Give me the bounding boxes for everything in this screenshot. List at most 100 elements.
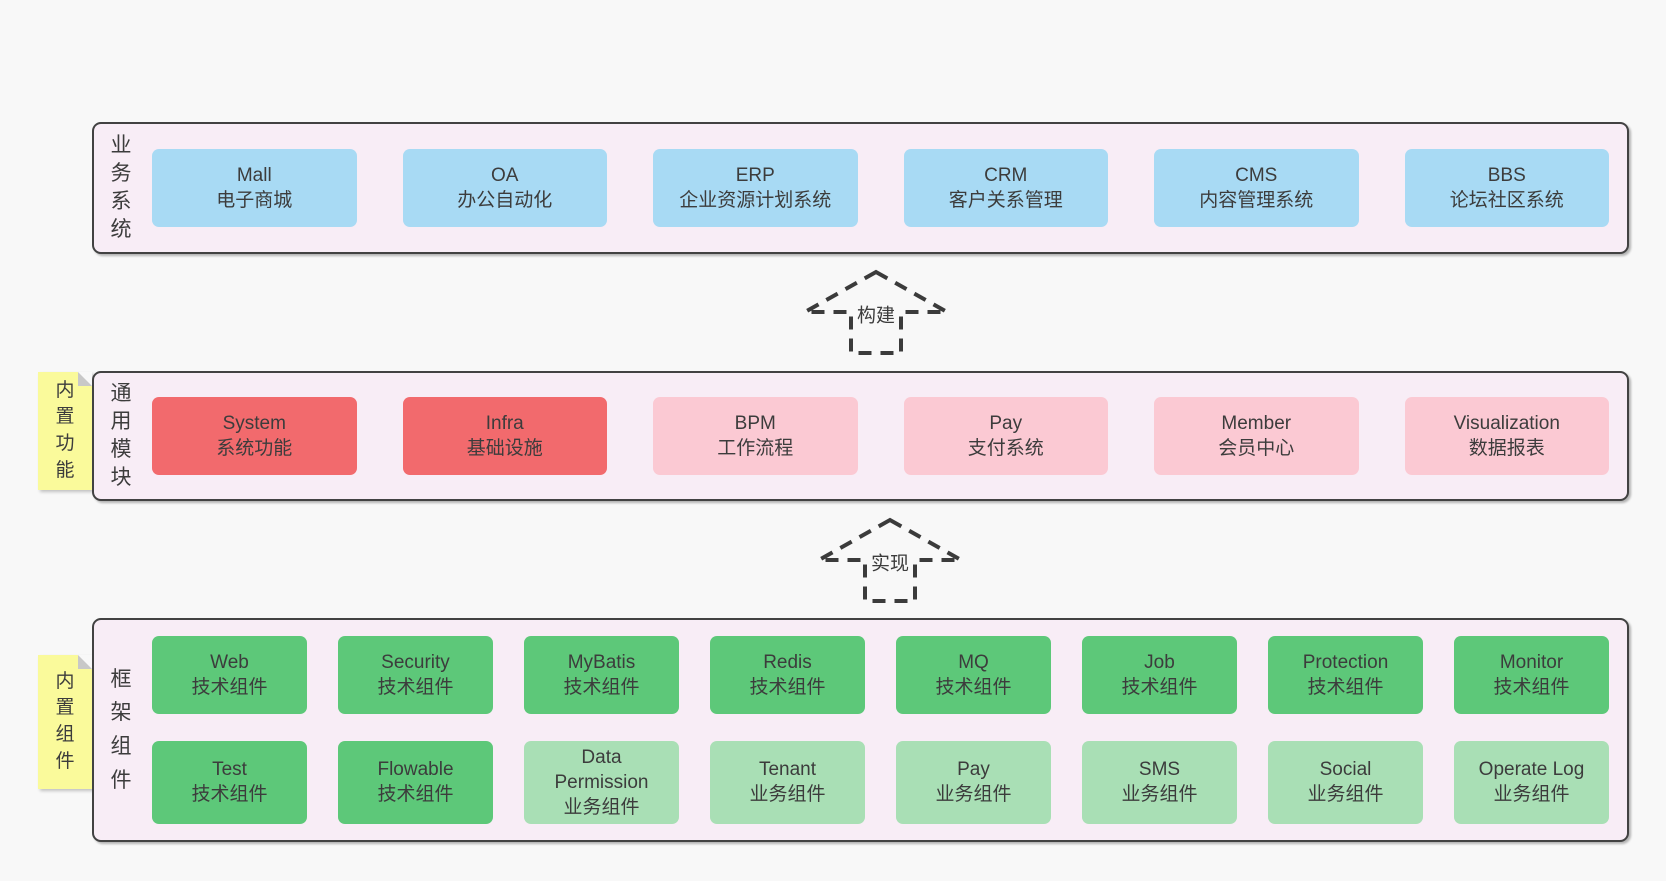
module-subtitle: 技术组件: [191, 676, 268, 698]
arrow-label: 构建: [852, 298, 900, 330]
module-subtitle: 技术组件: [935, 676, 1012, 698]
module-box-infra: Infra 基础设施: [402, 397, 607, 475]
module-title: Flowable: [377, 759, 454, 781]
module-subtitle: 技术组件: [1121, 676, 1198, 698]
module-subtitle: 业务组件: [749, 784, 826, 806]
module-title: BBS: [1487, 164, 1526, 186]
module-subtitle: 业务组件: [1307, 784, 1384, 806]
note-fold-icon: [78, 372, 92, 386]
module-title: Mall: [236, 164, 272, 186]
module-subtitle: 论坛社区系统: [1449, 190, 1564, 211]
module-title: Job: [1144, 651, 1175, 673]
module-box-job: Job 技术组件: [1082, 635, 1237, 714]
module-box-test: Test 技术组件: [152, 740, 307, 825]
sticky-note-builtin-components: 内置组件: [38, 655, 92, 789]
dashed-up-arrow-icon: [815, 517, 965, 603]
note-label: 内置组件: [55, 670, 75, 772]
module-title: Visualization: [1453, 412, 1560, 434]
band-label: 通用模块: [110, 381, 132, 490]
module-subtitle: 电子商城: [216, 190, 293, 211]
module-box-pay: Pay 业务组件: [896, 740, 1051, 825]
module-subtitle: 办公自动化: [457, 190, 553, 211]
band-common-modules: 通用模块 System 系统功能 Infra 基础设施 BPM 工作流程 Pay 支付系统 Me…: [92, 371, 1629, 501]
module-title: Pay: [989, 412, 1023, 434]
module-title: SMS: [1138, 759, 1181, 781]
note-label: 内置功能: [55, 379, 75, 481]
module-subtitle: 业务组件: [1493, 784, 1570, 806]
module-box-mall: Mall 电子商城: [152, 149, 357, 227]
module-title: Pay: [957, 759, 990, 781]
module-subtitle: 业务组件: [935, 784, 1012, 806]
arrow-build: 构建: [801, 268, 951, 356]
module-title: MyBatis: [567, 651, 636, 673]
module-title: MQ: [958, 651, 989, 673]
module-subtitle: 业务组件: [563, 797, 640, 819]
module-box-mq: MQ 技术组件: [896, 635, 1051, 714]
module-box-data-permission: Data Permission 业务组件: [524, 740, 679, 825]
module-title: CMS: [1235, 164, 1278, 186]
module-box-cms: CMS 内容管理系统: [1154, 149, 1359, 227]
module-subtitle: 技术组件: [377, 676, 454, 698]
module-title: Tenant: [758, 759, 817, 781]
module-subtitle: 基础设施: [466, 438, 543, 459]
module-box-bbs: BBS 论坛社区系统: [1404, 149, 1609, 227]
module-box-social: Social 业务组件: [1268, 740, 1423, 825]
module-box-bpm: BPM 工作流程: [653, 397, 858, 475]
module-subtitle: 内容管理系统: [1199, 190, 1314, 211]
module-title: Protection: [1302, 651, 1389, 673]
module-subtitle: 技术组件: [377, 784, 454, 806]
module-box-visualization: Visualization 数据报表: [1404, 397, 1609, 475]
module-subtitle: 客户关系管理: [948, 190, 1063, 211]
module-title: BPM: [734, 412, 776, 434]
module-box-web: Web 技术组件: [152, 635, 307, 714]
module-title: Member: [1221, 412, 1292, 434]
module-title: Test: [212, 759, 247, 781]
module-box-monitor: Monitor 技术组件: [1454, 635, 1609, 714]
module-subtitle: 支付系统: [967, 438, 1044, 459]
module-title: Redis: [763, 651, 812, 673]
module-subtitle: 技术组件: [191, 784, 268, 806]
module-title: Operate Log: [1478, 759, 1585, 781]
module-subtitle: 系统功能: [216, 438, 293, 459]
module-subtitle: 业务组件: [1121, 784, 1198, 806]
module-box-flowable: Flowable 技术组件: [338, 740, 493, 825]
module-title: Social: [1319, 759, 1372, 781]
band-boxes: System 系统功能 Infra 基础设施 BPM 工作流程 Pay 支付系统 Member 会…: [152, 397, 1609, 475]
module-box-protection: Protection 技术组件: [1268, 635, 1423, 714]
module-box-sms: SMS 业务组件: [1082, 740, 1237, 825]
module-title: Data Permission: [554, 746, 649, 793]
band-label: 框架组件: [110, 667, 132, 792]
module-title: System: [222, 412, 286, 434]
module-box-mybatis: MyBatis 技术组件: [524, 635, 679, 714]
module-subtitle: 技术组件: [749, 676, 826, 698]
module-subtitle: 会员中心: [1218, 438, 1295, 459]
module-title: Monitor: [1499, 651, 1564, 673]
band-row: System 系统功能 Infra 基础设施 BPM 工作流程 Pay 支付系统 Member 会…: [152, 397, 1609, 475]
module-subtitle: 技术组件: [1307, 676, 1384, 698]
module-subtitle: 技术组件: [1493, 676, 1570, 698]
module-box-security: Security 技术组件: [338, 635, 493, 714]
module-box-member: Member 会员中心: [1154, 397, 1359, 475]
module-box-redis: Redis 技术组件: [710, 635, 865, 714]
module-title: Web: [210, 651, 249, 673]
module-subtitle: 数据报表: [1468, 438, 1545, 459]
module-subtitle: 技术组件: [563, 676, 640, 698]
sticky-note-builtin-features: 内置功能: [38, 372, 92, 490]
arrow-implement: 实现: [815, 516, 965, 604]
arrow-label: 实现: [866, 546, 914, 578]
module-title: CRM: [984, 164, 1028, 186]
module-subtitle: 工作流程: [717, 438, 794, 459]
module-title: ERP: [735, 164, 775, 186]
note-fold-icon: [78, 655, 92, 669]
module-box-pay: Pay 支付系统: [903, 397, 1108, 475]
module-box-tenant: Tenant 业务组件: [710, 740, 865, 825]
module-title: Infra: [485, 412, 524, 434]
module-title: Security: [381, 651, 450, 673]
